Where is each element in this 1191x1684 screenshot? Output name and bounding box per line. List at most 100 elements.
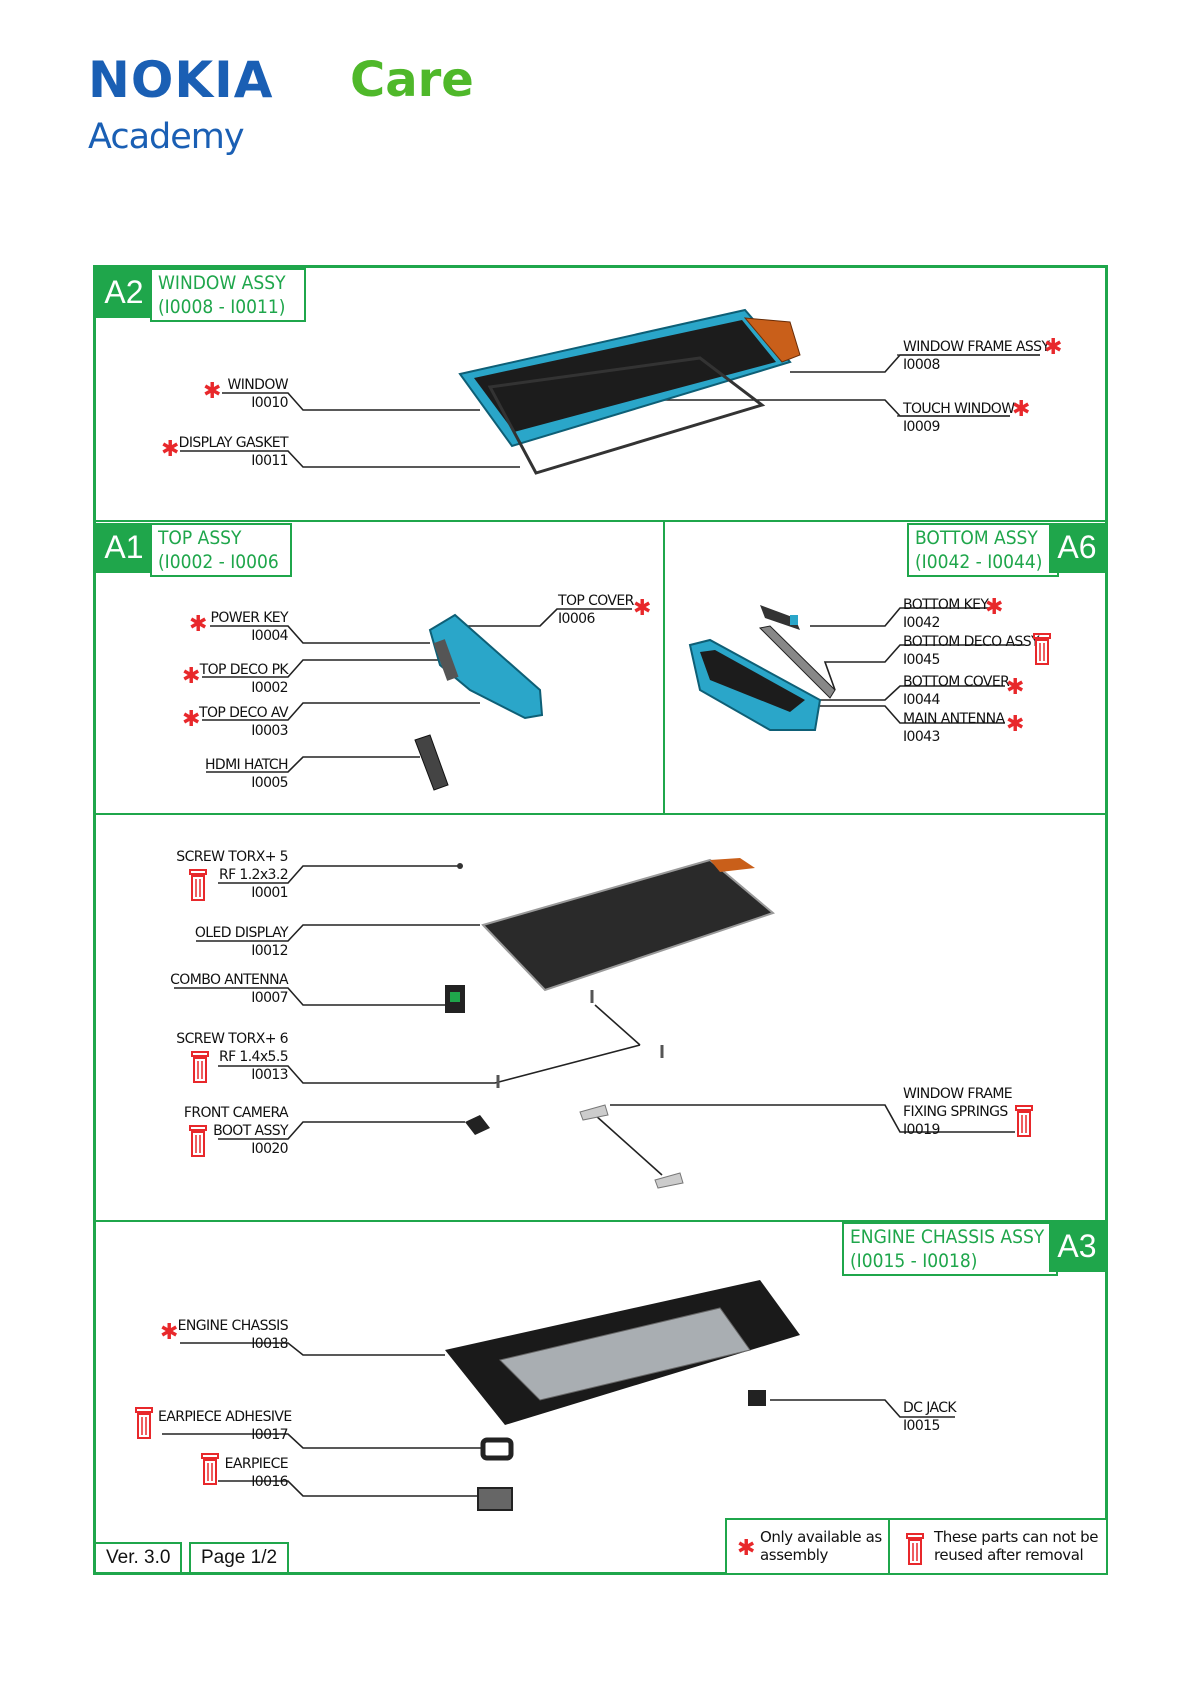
diagram-frame (93, 265, 1108, 1575)
leader-combo (174, 987, 445, 1006)
part-label-top-cover: TOP COVER I0006 (558, 592, 634, 628)
nokia-logo: NOKIA (88, 51, 274, 109)
part-label-combo-antenna: COMBO ANTENNA I0007 (158, 971, 288, 1007)
part-code: I0044 (903, 692, 940, 708)
part-code: I0007 (251, 990, 288, 1006)
trash-icon (1033, 633, 1051, 665)
leader-dc-jack (770, 1399, 955, 1418)
part-label-top-deco-pk: TOP DECO PK I0002 (190, 661, 289, 697)
part-label-bottom-deco-assy: BOTTOM DECO ASSY I0045 (903, 633, 1040, 669)
section-title-a3: ENGINE CHASSIS ASSY (I0015 - I0018) (842, 1222, 1058, 1276)
part-name: DISPLAY GASKET (178, 435, 289, 451)
leader-bottom-deco (823, 644, 1024, 691)
version-label: Ver. 3.0 (94, 1542, 183, 1574)
trash-icon (191, 1051, 209, 1083)
part-code: I0020 (251, 1141, 288, 1157)
part-code: I0008 (903, 357, 940, 373)
oled-display-drawing (445, 858, 776, 1189)
part-code: I0009 (903, 419, 940, 435)
part-label-display-gasket: DISPLAY GASKET I0011 (168, 434, 289, 470)
part-label-oled-display: OLED DISPLAY I0012 (168, 924, 289, 960)
part-label-screw-6: SCREW TORX+ 6 RF 1.4x5.5 I0013 (168, 1030, 288, 1084)
trash-icon (906, 1533, 924, 1565)
part-code: I0043 (903, 729, 940, 745)
legend-line: assembly (760, 1546, 829, 1564)
section-name: ENGINE CHASSIS ASSY (850, 1226, 1045, 1248)
part-name: HDMI HATCH (204, 757, 289, 773)
part-spec: RF 1.2x3.2 (218, 867, 289, 883)
part-label-bottom-cover: BOTTOM COVER I0044 (903, 673, 1010, 709)
part-label-front-camera: FRONT CAMERA BOOT ASSY I0020 (168, 1104, 289, 1158)
leader-top-cover (460, 608, 632, 627)
part-name: FRONT CAMERA (183, 1105, 289, 1121)
section-tag-a6: A6 (1049, 523, 1105, 573)
part-label-engine-chassis: ENGINE CHASSIS I0018 (168, 1317, 289, 1353)
leader-screw-6b (594, 1004, 641, 1046)
assembly-only-icon: ✱ (1012, 396, 1031, 421)
part-label-main-antenna: MAIN ANTENNA I0043 (903, 710, 1005, 746)
part-label-hdmi-hatch: HDMI HATCH I0005 (190, 756, 289, 792)
part-code: I0010 (251, 395, 288, 411)
part-name: EARPIECE ADHESIVE (158, 1409, 292, 1425)
section-title-a1: TOP ASSY (I0002 - I0006 (150, 523, 292, 577)
leader-window (222, 392, 480, 411)
part-code: I0015 (903, 1418, 940, 1434)
part-label-wf-springs: WINDOW FRAME FIXING SPRINGS I0019 (903, 1085, 1013, 1139)
leader-bottom-key (810, 607, 990, 627)
part-label-power-key: POWER KEY I0004 (198, 609, 288, 645)
part-name: TOP DECO PK (199, 662, 289, 678)
part-spec: FIXING SPRINGS (903, 1104, 1008, 1120)
top-cover-drawing (414, 613, 544, 791)
leader-engine-chassis (180, 1342, 445, 1356)
section-range: (I0008 - I0011) (158, 296, 286, 318)
part-label-dc-jack: DC JACK I0015 (903, 1399, 957, 1435)
part-name: TOP DECO AV (199, 705, 289, 721)
part-name: TOP COVER (558, 593, 634, 609)
part-code: I0016 (251, 1474, 288, 1490)
section-title-a6: BOTTOM ASSY (I0042 - I0044) (907, 523, 1059, 577)
section-title-a2: WINDOW ASSY (I0008 - I0011) (150, 268, 306, 322)
part-name: BOTTOM KEY (903, 597, 989, 613)
legend-reuse-text: These parts can not be reused after remo… (934, 1528, 1098, 1564)
assembly-only-icon: ✱ (160, 1319, 179, 1344)
part-name: SCREW TORX+ 5 (176, 849, 288, 865)
part-code: I0013 (251, 1067, 288, 1083)
bottom-assy-drawing (688, 605, 836, 731)
leader-hdmi-hatch (206, 756, 420, 773)
part-label-earpiece: EARPIECE I0016 (208, 1455, 289, 1491)
part-name: WINDOW FRAME (903, 1086, 1013, 1102)
part-name: MAIN ANTENNA (903, 711, 1005, 727)
assembly-only-icon: ✱ (161, 436, 180, 461)
assembly-only-icon: ✱ (633, 595, 652, 620)
part-label-window-frame-assy: WINDOW FRAME ASSY I0008 (903, 338, 1050, 374)
assembly-only-icon: ✱ (985, 594, 1004, 619)
part-code: I0001 (251, 885, 288, 901)
assembly-only-icon: ✱ (189, 611, 208, 636)
part-name: COMBO ANTENNA (170, 972, 288, 988)
section-name: WINDOW ASSY (158, 272, 286, 294)
part-label-touch-window: TOUCH WINDOW I0009 (903, 400, 1015, 436)
part-code: I0002 (251, 680, 288, 696)
divider-a1 (93, 813, 1108, 815)
trash-icon (201, 1453, 219, 1485)
divider-a1-a6 (663, 520, 665, 813)
legend-assembly-text: Only available as assembly (760, 1528, 882, 1564)
part-code: I0004 (251, 628, 288, 644)
window-frame-drawing (458, 308, 801, 475)
assembly-only-icon: ✱ (1006, 674, 1025, 699)
divider-a2 (93, 520, 1108, 522)
section-range: (I0015 - I0018) (850, 1250, 978, 1272)
leader-screw-5 (218, 865, 460, 884)
page-number: Page 1/2 (189, 1542, 290, 1574)
assembly-only-icon: ✱ (1044, 334, 1063, 359)
legend-line: These parts can not be (934, 1528, 1099, 1546)
section-range: (I0042 - I0044) (915, 551, 1043, 573)
trash-icon (189, 869, 207, 901)
leader-springs (610, 1104, 1015, 1133)
leader-top-deco-av (202, 702, 480, 721)
part-name: TOUCH WINDOW (903, 401, 1015, 417)
part-code: I0003 (251, 723, 288, 739)
assembly-only-icon: ✱ (182, 706, 201, 731)
part-name: OLED DISPLAY (194, 925, 289, 941)
assembly-only-icon: ✱ (203, 378, 222, 403)
